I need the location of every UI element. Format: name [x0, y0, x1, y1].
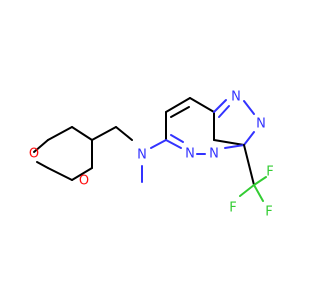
- bond: [165, 97, 191, 113]
- nitrogen-atom-label: N: [137, 148, 147, 163]
- bond: [150, 139, 167, 149]
- oxygen-atom-label: O: [79, 174, 89, 189]
- nitrogen-atom-label: N: [256, 117, 266, 132]
- bond: [243, 100, 255, 115]
- bond: [170, 106, 190, 118]
- bond: [243, 144, 255, 186]
- fluorine-atom-label: F: [229, 201, 236, 216]
- bond: [213, 139, 245, 146]
- bond: [218, 105, 230, 118]
- bond: [243, 131, 255, 146]
- fluorine-atom-label: F: [265, 205, 272, 220]
- bond: [36, 161, 49, 169]
- bond: [47, 126, 73, 141]
- nitrogen-atom-label: N: [231, 90, 241, 105]
- bond: [165, 139, 182, 149]
- bond: [239, 184, 255, 197]
- bond: [33, 139, 49, 153]
- bond: [253, 184, 264, 202]
- bond: [115, 126, 133, 141]
- bond: [71, 126, 93, 141]
- bond: [47, 167, 73, 181]
- bond: [170, 134, 184, 143]
- bond: [253, 176, 267, 186]
- fluorine-atom-label: F: [266, 165, 273, 180]
- bond: [91, 126, 117, 141]
- canvas-background: [0, 0, 300, 300]
- nitrogen-atom-label: N: [185, 147, 195, 162]
- bond: [189, 97, 215, 113]
- molecule-structure: O O N N N N N F F F: [0, 0, 300, 300]
- bond: [213, 99, 227, 113]
- atom-labels: O O N N N N N F F F: [29, 90, 274, 220]
- bond: [71, 167, 93, 181]
- oxygen-atom-label: O: [29, 147, 39, 162]
- bonds: [33, 97, 267, 202]
- bond: [224, 144, 245, 149]
- nitrogen-atom-label: N: [209, 147, 219, 162]
